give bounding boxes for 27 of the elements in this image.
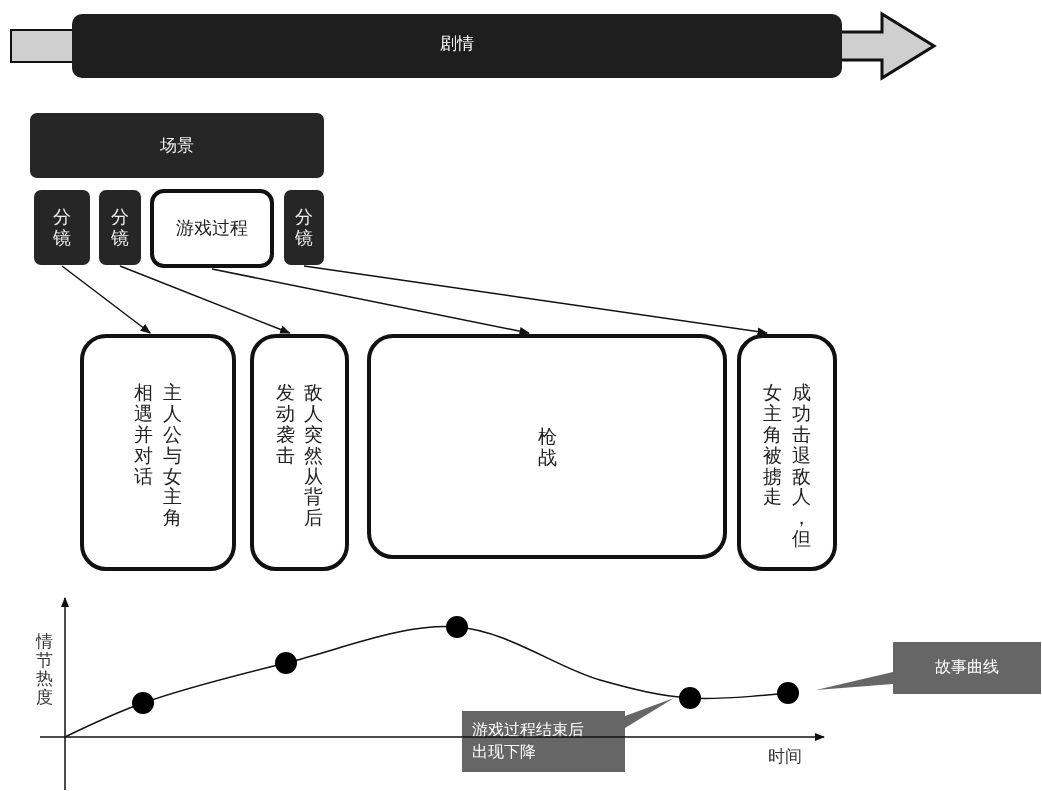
event-description: 主人公与女主角相遇并对话 [134,382,182,529]
story-event-box [367,334,727,559]
arrow [211,268,531,336]
arrow [119,265,291,334]
box-label: 分镜 [295,206,313,249]
axis-title: 情节热度 [36,632,53,707]
gameplay-box [150,189,274,268]
box-label: 场景 [160,135,194,156]
shot-box [99,190,141,265]
scene-bar [30,113,324,178]
event-description: 成功击退敌人，但女主角被掳走 [763,382,811,550]
story-event-box [250,334,349,571]
axis-title: 时间 [768,745,802,768]
box-label: 游戏过程 [176,218,248,239]
event-description: 枪战 [537,425,557,468]
arrow [61,265,152,334]
callout-text: 故事曲线 [934,656,1000,678]
banner-title: 剧情 [439,32,475,55]
shot-box [284,190,324,265]
arrow [303,265,769,336]
story-event-box [737,334,837,571]
callout-text: 游戏过程结束后出现下降 [472,719,585,763]
box-label: 分镜 [111,206,129,249]
shot-box [34,190,90,265]
event-description: 敌人突然从背后发动袭击 [275,382,324,529]
box-label: 分镜 [53,206,71,249]
story-event-box [80,334,236,571]
